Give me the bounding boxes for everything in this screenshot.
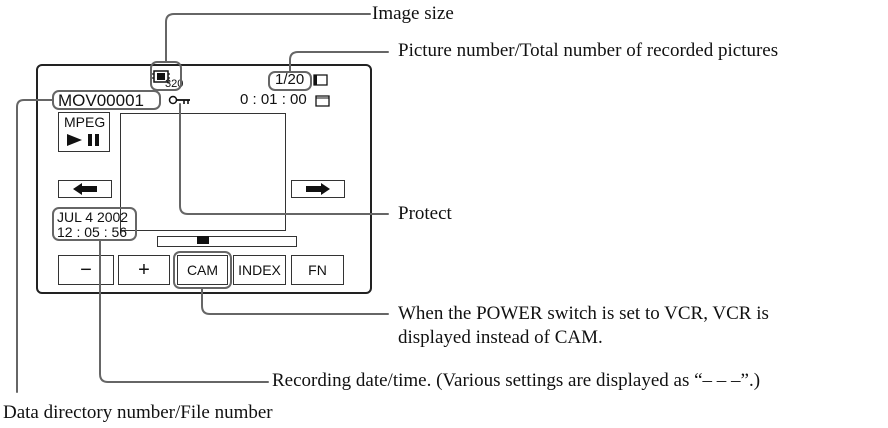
prev-button[interactable]: [58, 180, 112, 198]
data-directory-label: Data directory number/File number: [3, 402, 273, 423]
play-pause-icon: [67, 134, 99, 146]
tape-icon: [315, 95, 330, 107]
power-switch-label-line1: When the POWER switch is set to VCR, VCR…: [398, 303, 769, 324]
cam-highlight: [173, 251, 232, 289]
date-time-highlight: [52, 207, 137, 241]
plus-button[interactable]: +: [118, 255, 170, 285]
protect-key-icon: [168, 95, 190, 105]
image-viewport: [120, 113, 286, 231]
playback-position-bar[interactable]: [157, 236, 297, 247]
cam-button[interactable]: CAM: [177, 255, 228, 285]
protect-label: Protect: [398, 203, 452, 224]
fn-button[interactable]: FN: [291, 255, 344, 285]
memory-card-icon: [313, 74, 328, 86]
mpeg-play-pause-button[interactable]: MPEG: [58, 112, 110, 152]
prev-arrow-icon: [73, 183, 97, 195]
picture-number-label: Picture number/Total number of recorded …: [398, 40, 779, 61]
recording-time: 12 : 05 : 56: [57, 224, 128, 240]
playback-position-knob[interactable]: [197, 236, 209, 244]
picture-counter: 1/20: [275, 71, 305, 88]
recording-date-label: Recording date/time. (Various settings a…: [272, 370, 761, 391]
mpeg-label: MPEG: [64, 114, 106, 130]
recording-date: JUL 4 2002: [57, 209, 129, 225]
next-button[interactable]: [291, 180, 345, 198]
minus-button[interactable]: −: [58, 255, 114, 285]
time-code: 0 : 01 : 00: [240, 91, 307, 108]
file-name: MOV00001: [58, 91, 144, 110]
index-button[interactable]: INDEX: [233, 255, 286, 285]
image-size-label: Image size: [372, 3, 454, 24]
power-switch-label-line2: displayed instead of CAM.: [398, 327, 603, 348]
next-arrow-icon: [306, 183, 330, 195]
image-size-icon: [152, 70, 170, 83]
